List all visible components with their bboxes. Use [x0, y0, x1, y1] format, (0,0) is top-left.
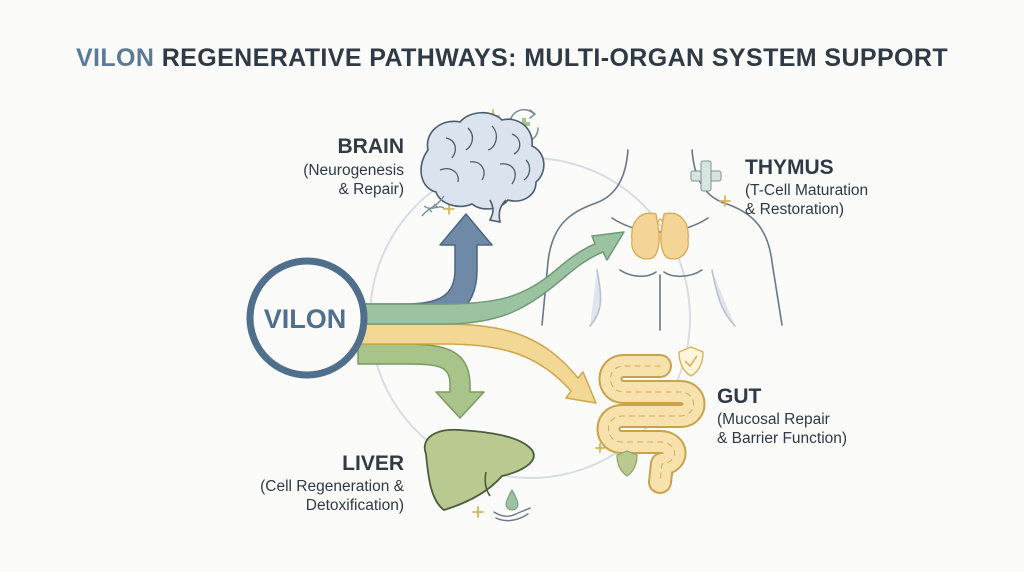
brain-icon — [420, 111, 545, 224]
thymus-label: THYMUS — [745, 156, 834, 179]
vilon-hub-label: VILON — [264, 304, 347, 334]
liver-icon — [423, 428, 535, 511]
plus-icon — [690, 160, 722, 192]
gut-label: GUT — [717, 385, 762, 408]
title-rest: REGENERATIVE PATHWAYS: MULTI-ORGAN SYSTE… — [161, 44, 949, 72]
brain-desc-line1: (Neurogenesis — [303, 162, 404, 179]
vilon-hub — [246, 257, 368, 379]
liver-desc-line2: Detoxification) — [306, 497, 404, 514]
dna-icon — [421, 195, 445, 217]
brain-desc-line2: & Repair) — [339, 181, 404, 198]
gut-desc-line2: & Barrier Function) — [717, 430, 847, 447]
shield-icon — [678, 346, 704, 377]
hand-icon — [493, 507, 531, 522]
gut-icon — [596, 354, 706, 494]
thymus-icon — [631, 212, 689, 260]
liver-label: LIVER — [342, 452, 404, 475]
thymus-pathway-arrow — [361, 231, 625, 325]
brain-label: BRAIN — [338, 135, 405, 158]
gut-pathway-arrow — [359, 323, 597, 404]
diagram-title: VILON REGENERATIVE PATHWAYS: MULTI-ORGAN… — [0, 44, 1024, 73]
gut-desc-line1: (Mucosal Repair — [717, 411, 830, 428]
thymus-desc-line2: & Restoration) — [745, 201, 844, 218]
thymus-desc-line1: (T-Cell Maturation — [745, 182, 868, 199]
liver-pathway-arrow — [357, 343, 485, 419]
shield-icon — [616, 450, 638, 477]
title-accent: VILON — [75, 44, 155, 72]
liver-desc-line1: (Cell Regeneration & — [260, 478, 405, 495]
droplet-icon — [505, 488, 519, 511]
